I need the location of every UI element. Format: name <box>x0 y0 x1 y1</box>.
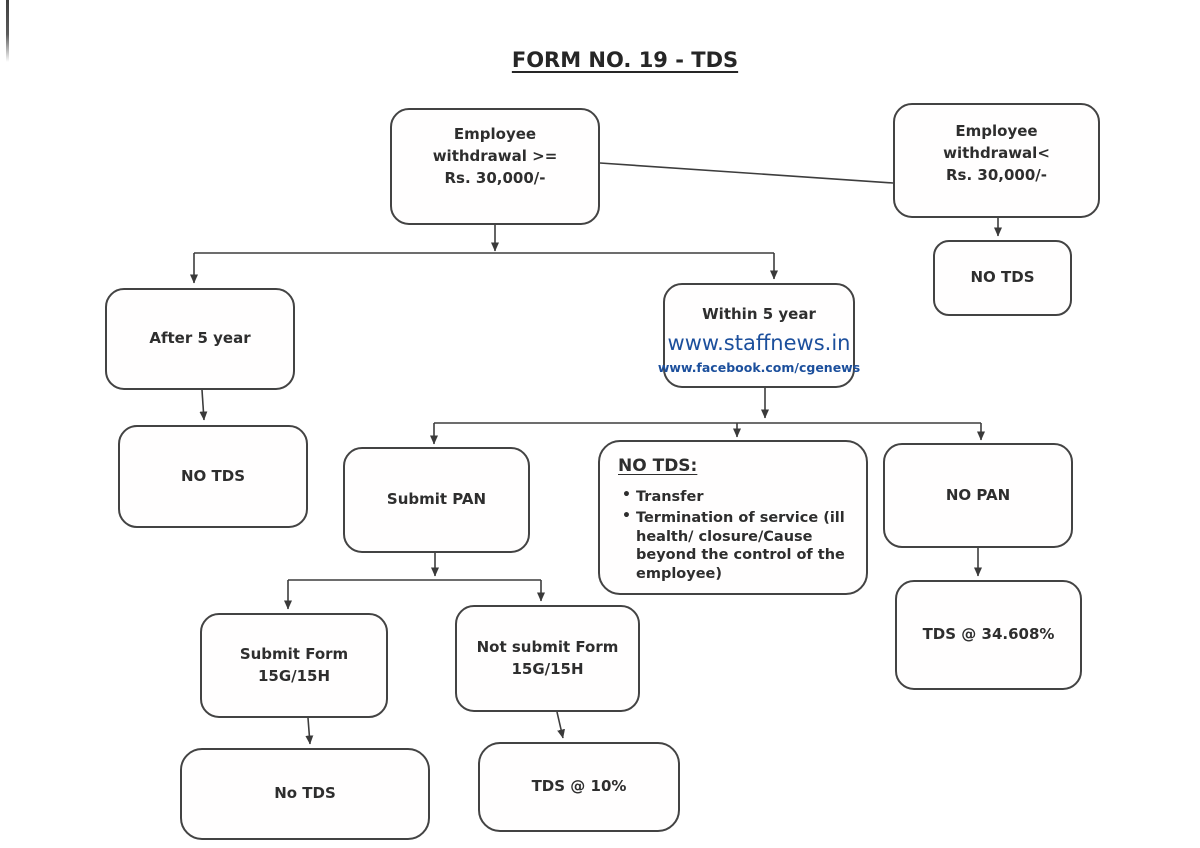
node-after-5-year: After 5 year <box>105 288 295 390</box>
reasons-list: Transfer Termination of service (ill hea… <box>618 487 852 587</box>
node-label: Not submit Form <box>476 637 619 656</box>
node-label: TDS @ 34.608% <box>922 625 1055 644</box>
node-label: 15G/15H <box>511 659 584 678</box>
node-label: Rs. 30,000/- <box>444 168 546 187</box>
edge-ge-to-lt <box>599 162 894 184</box>
page-title: FORM NO. 19 - TDS <box>511 48 739 72</box>
watermark-facebook: www.facebook.com/cgenews <box>657 360 861 376</box>
node-label: Employee <box>955 122 1038 140</box>
node-label: Employee <box>453 125 537 143</box>
node-label: NO TDS <box>970 268 1035 287</box>
node-label: 15G/15H <box>257 666 331 685</box>
node-label: Submit PAN <box>386 490 487 509</box>
node-no-tds-left: NO TDS <box>118 425 308 528</box>
node-employee-withdrawal-lt-30k: Employee withdrawal< Rs. 30,000/- <box>893 103 1100 218</box>
reasons-heading: NO TDS: <box>618 456 698 476</box>
watermark-staffnews: www.staffnews.in <box>667 330 851 355</box>
node-label: After 5 year <box>149 329 251 348</box>
node-tds-34-608: TDS @ 34.608% <box>895 580 1082 690</box>
edge-submitform-to-notds <box>305 717 314 745</box>
node-label: NO PAN <box>945 485 1011 504</box>
node-label: Rs. 30,000/- <box>946 165 1047 184</box>
scan-artifact-line <box>6 0 9 62</box>
node-not-submit-form-15g-15h: Not submit Form 15G/15H <box>455 605 640 712</box>
node-tds-10: TDS @ 10% <box>478 742 680 832</box>
node-submit-form-15g-15h: Submit Form 15G/15H <box>200 613 388 718</box>
edge-notsubmit-to-tds10 <box>556 711 565 739</box>
node-label: withdrawal >= <box>432 146 558 165</box>
node-no-tds-reasons: NO TDS: Transfer Termination of service … <box>598 440 868 595</box>
node-label: No TDS <box>274 784 336 803</box>
node-label: Within 5 year <box>702 305 816 323</box>
node-no-pan: NO PAN <box>883 443 1073 548</box>
edge-after5-to-notds <box>199 389 208 421</box>
node-label: withdrawal< <box>943 143 1050 162</box>
node-label: Submit Form <box>239 644 349 663</box>
node-label: TDS @ 10% <box>531 777 627 796</box>
reason-transfer: Transfer <box>622 487 852 507</box>
node-within-5-year: Within 5 year www.staffnews.in www.faceb… <box>658 283 860 388</box>
node-no-tds-right: NO TDS <box>933 240 1072 316</box>
node-no-tds-bottom: No TDS <box>180 748 430 840</box>
reason-termination: Termination of service (ill health/ clos… <box>622 508 852 583</box>
node-label: NO TDS <box>180 466 245 485</box>
node-employee-withdrawal-ge-30k: Employee withdrawal >= Rs. 30,000/- <box>390 108 600 225</box>
node-submit-pan: Submit PAN <box>343 447 530 553</box>
